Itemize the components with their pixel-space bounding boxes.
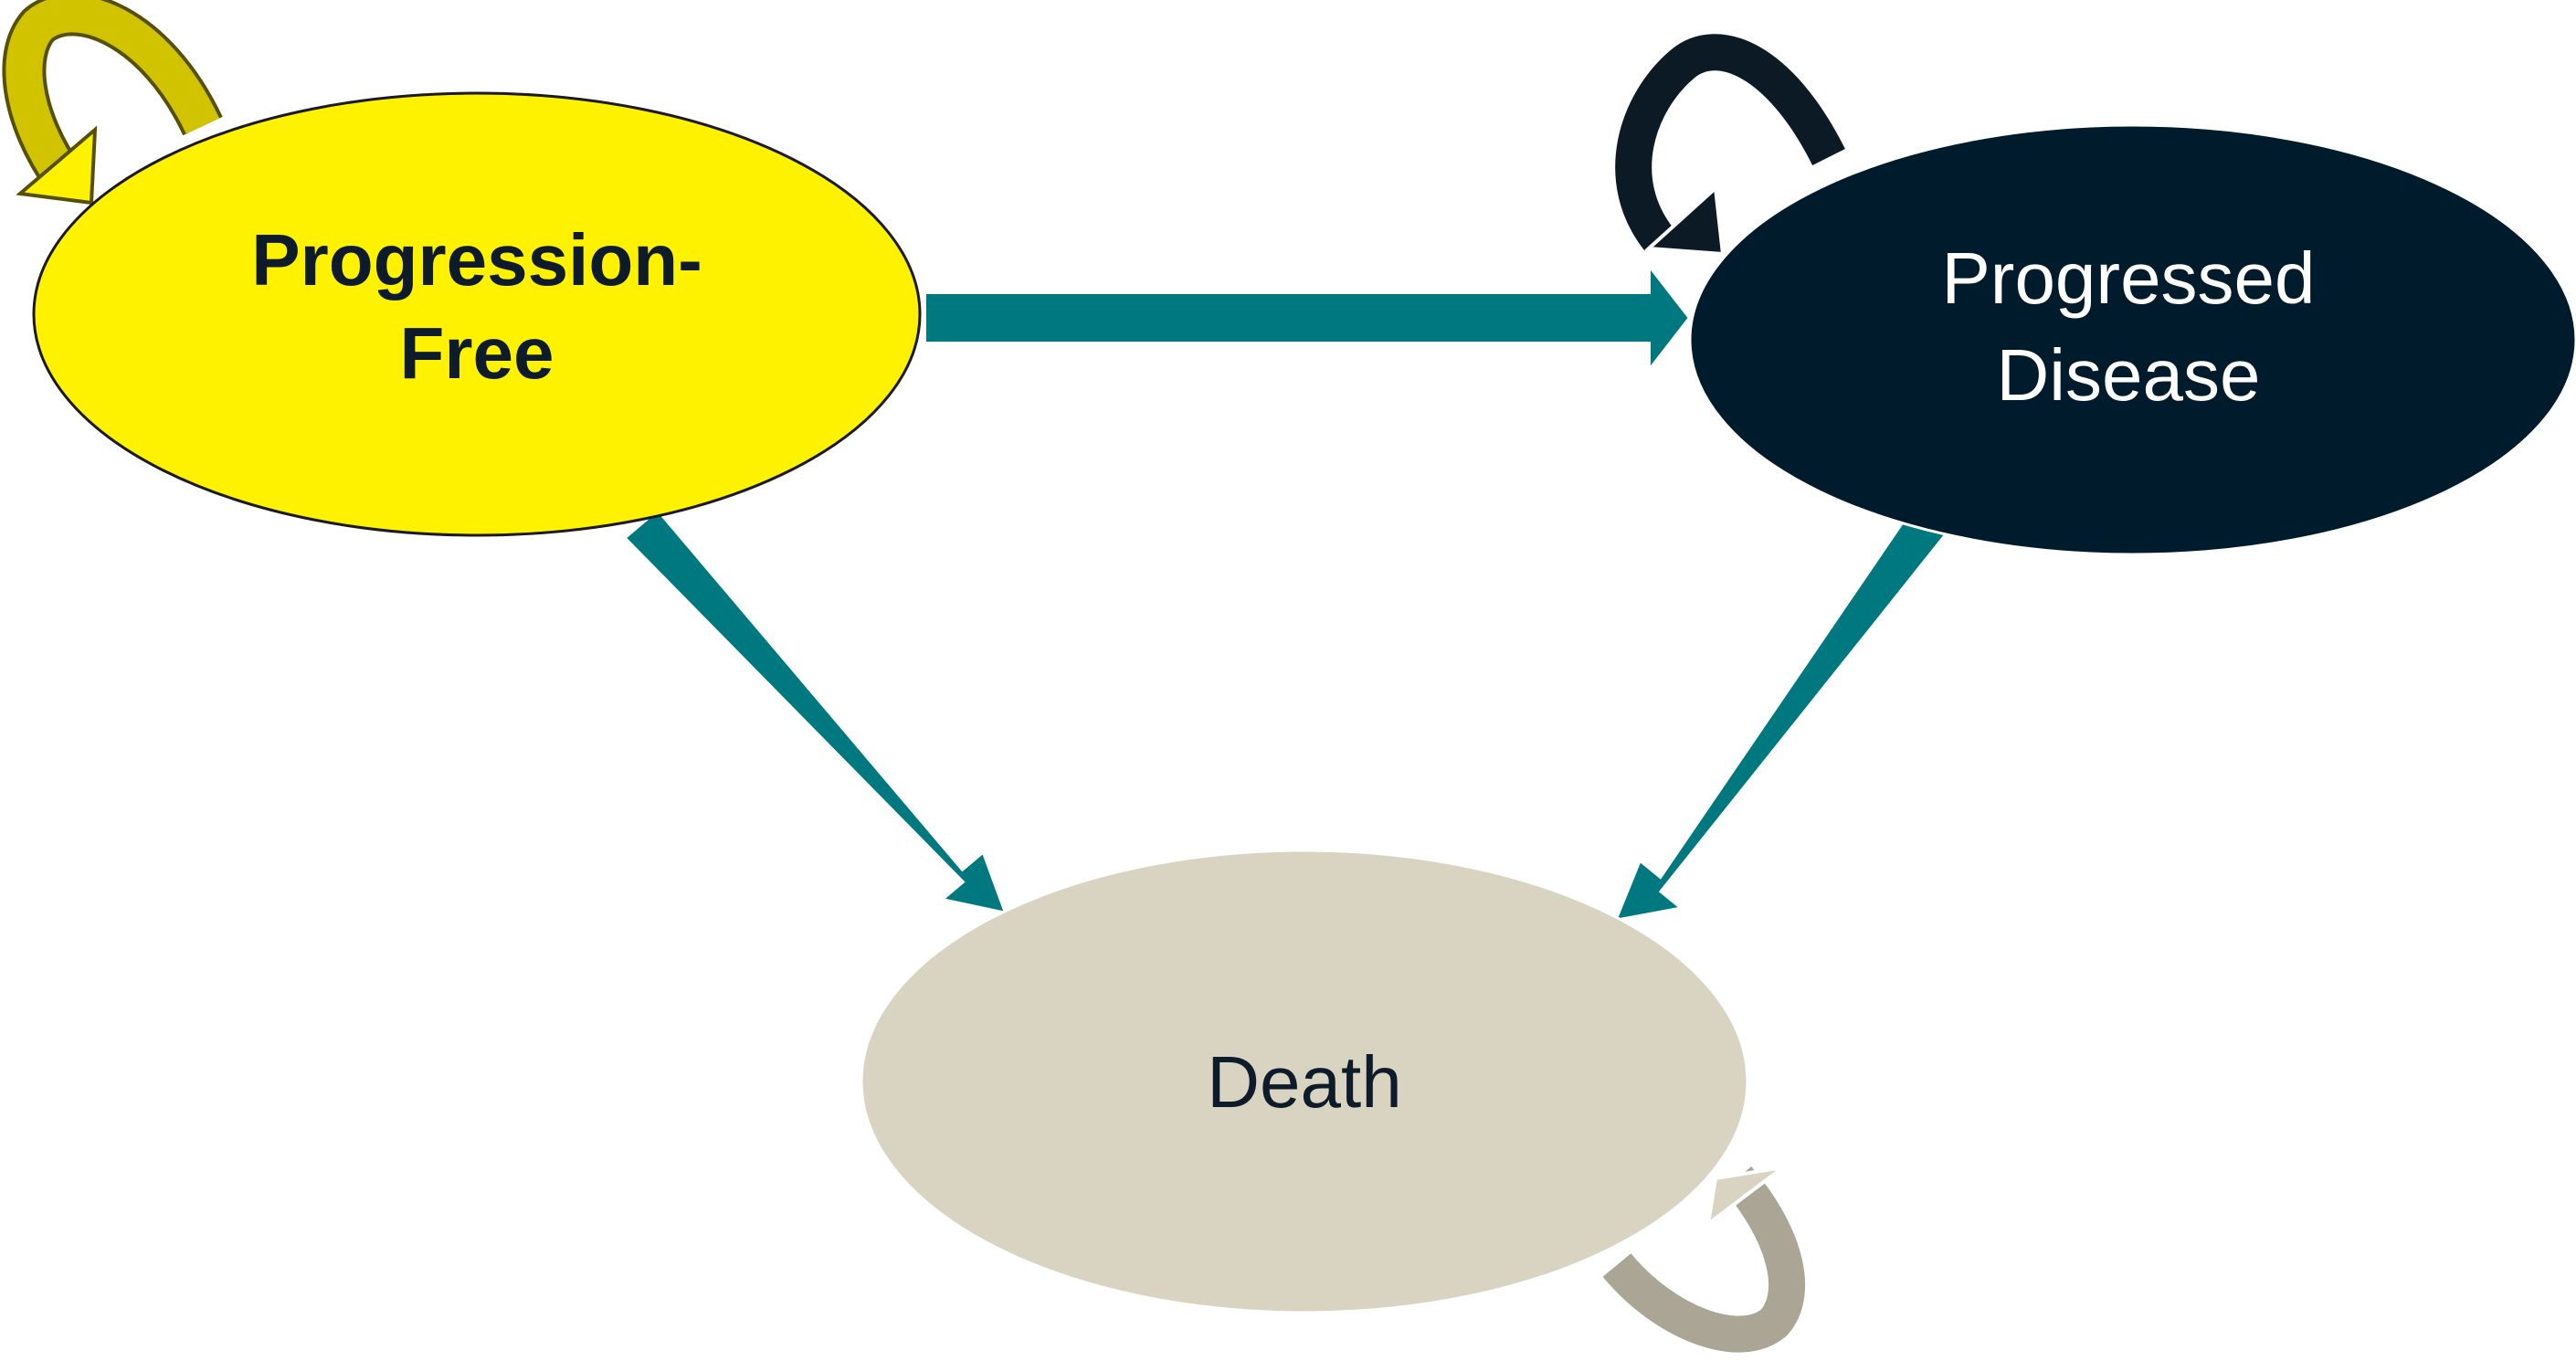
state-progressed-disease (1688, 123, 2576, 556)
label-progressed-disease-line2: Disease (1996, 334, 2260, 416)
state-progression-free (32, 91, 922, 537)
self-loop-progression-free (2, 0, 223, 206)
label-progressed-disease-line1: Progressed (1941, 237, 2315, 319)
arrow-pf-to-pd (923, 259, 1693, 376)
label-death: Death (1207, 1041, 1401, 1123)
arrow-pd-to-death (1611, 500, 1952, 923)
state-death (860, 849, 1749, 1314)
label-progression-free-line2: Free (400, 312, 554, 394)
self-loop-death (1599, 1164, 1809, 1356)
arrow-pf-to-death (621, 506, 1009, 916)
label-progression-free-line1: Progression- (251, 219, 702, 301)
self-loop-progressed-disease (1611, 30, 1849, 257)
